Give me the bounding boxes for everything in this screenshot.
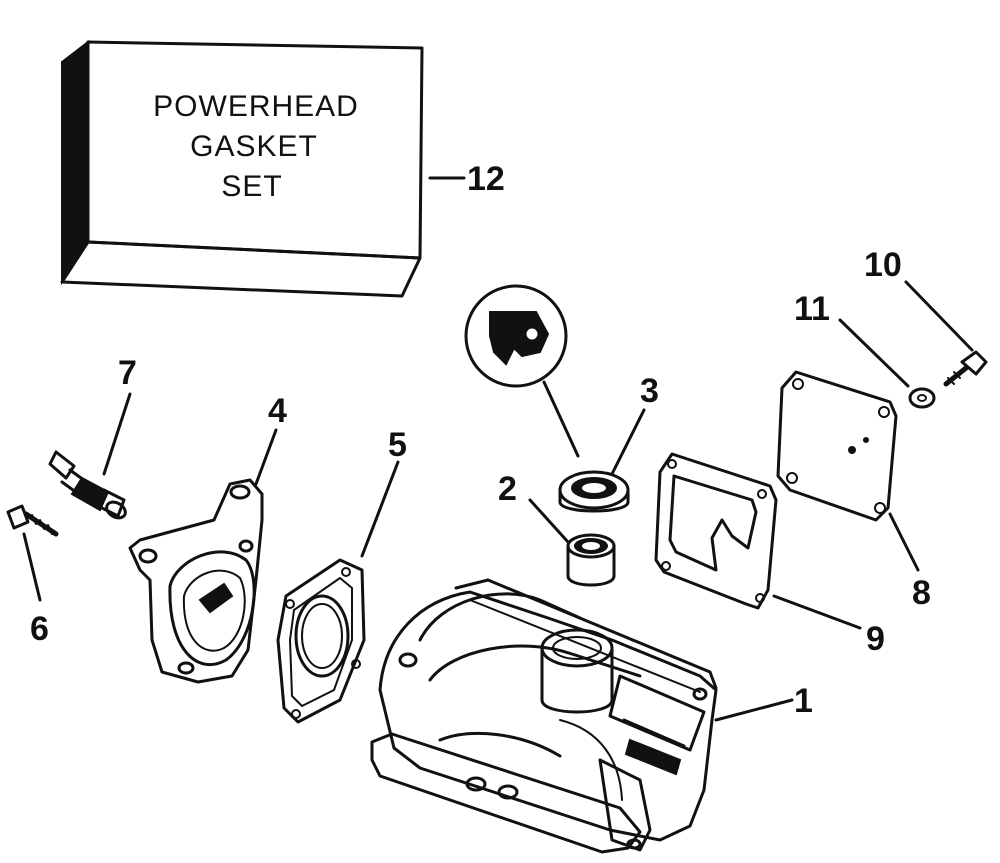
leader-line-1 (714, 698, 794, 722)
end-cap-gasket (276, 558, 366, 724)
box-label-line-3: SET (221, 170, 282, 203)
cover-plate (776, 370, 898, 522)
callout-11: 11 (794, 290, 830, 328)
washer-11 (908, 387, 936, 409)
cover-gasket (654, 452, 778, 610)
callout-3: 3 (640, 372, 659, 410)
callout-7: 7 (118, 354, 137, 392)
leader-line-5 (360, 460, 400, 558)
callout-8: 8 (912, 574, 931, 612)
callout-6: 6 (30, 610, 49, 648)
leader-line-2 (528, 498, 570, 544)
callout-5: 5 (388, 426, 407, 464)
box-bottom-face (60, 240, 422, 298)
screw-6 (6, 504, 59, 537)
leader-line-6 (22, 532, 42, 602)
callout-1: 1 (794, 682, 813, 720)
end-cap-housing (128, 478, 264, 684)
gasket-set-box: POWERHEAD GASKET SET (60, 39, 424, 298)
leader-line-9 (772, 594, 862, 630)
callout-12: 12 (467, 160, 505, 198)
box-label-line-1: POWERHEAD (153, 90, 359, 123)
box-label-line-2: GASKET (190, 130, 318, 163)
leader-line-3 (610, 408, 646, 476)
temperature-switch (48, 450, 127, 520)
screw-10 (943, 350, 988, 387)
crankcase-housing (370, 578, 718, 854)
callout-9: 9 (866, 620, 885, 658)
callout-10: 10 (864, 246, 902, 284)
leader-line-7 (102, 392, 132, 476)
callout-4: 4 (268, 392, 287, 430)
leader-line-4 (254, 428, 278, 486)
seal-3 (558, 470, 630, 513)
leader-line-8 (888, 512, 920, 572)
seal-detail-magnifier (464, 284, 580, 458)
callout-2: 2 (498, 470, 517, 508)
bearing-2 (566, 533, 616, 587)
leader-line-11 (838, 318, 910, 388)
leader-line-10 (904, 280, 974, 352)
